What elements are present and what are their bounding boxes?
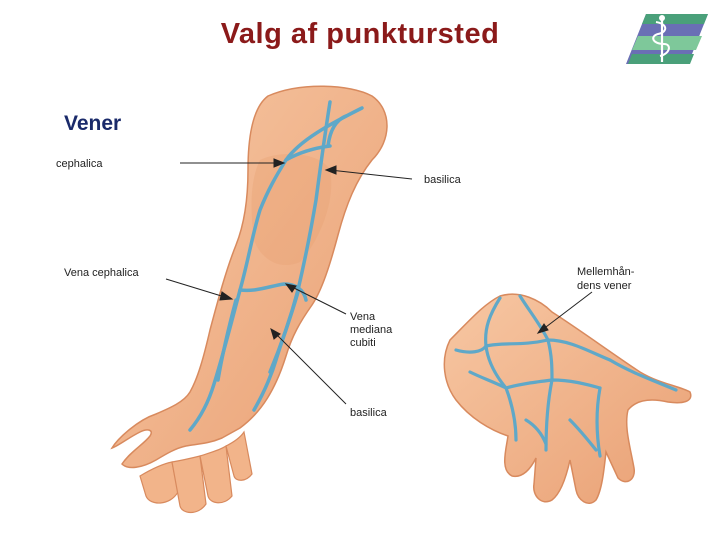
figure-heading: Vener bbox=[64, 112, 121, 135]
label-cephalica: cephalica bbox=[56, 158, 103, 170]
label-basilica-lower: basilica bbox=[350, 407, 388, 419]
caduceus-logo-icon bbox=[626, 14, 708, 64]
label-mellemhand-2: dens vener bbox=[577, 280, 632, 292]
arm-illustration bbox=[110, 85, 388, 514]
hand-veins bbox=[454, 294, 678, 458]
label-vena-mediana-1: Vena bbox=[350, 311, 376, 323]
pointer-lines bbox=[165, 158, 593, 405]
hand-illustration bbox=[443, 293, 692, 504]
slide-title: Valg af punktursted bbox=[220, 18, 500, 50]
label-vena-mediana-2: mediana bbox=[350, 324, 393, 336]
label-mellemhand-1: Mellemhån- bbox=[577, 266, 635, 278]
label-vena-mediana-3: cubiti bbox=[350, 337, 376, 349]
label-vena-cephalica: Vena cephalica bbox=[64, 267, 139, 279]
label-basilica-upper: basilica bbox=[424, 174, 462, 186]
arm-veins bbox=[188, 100, 364, 432]
